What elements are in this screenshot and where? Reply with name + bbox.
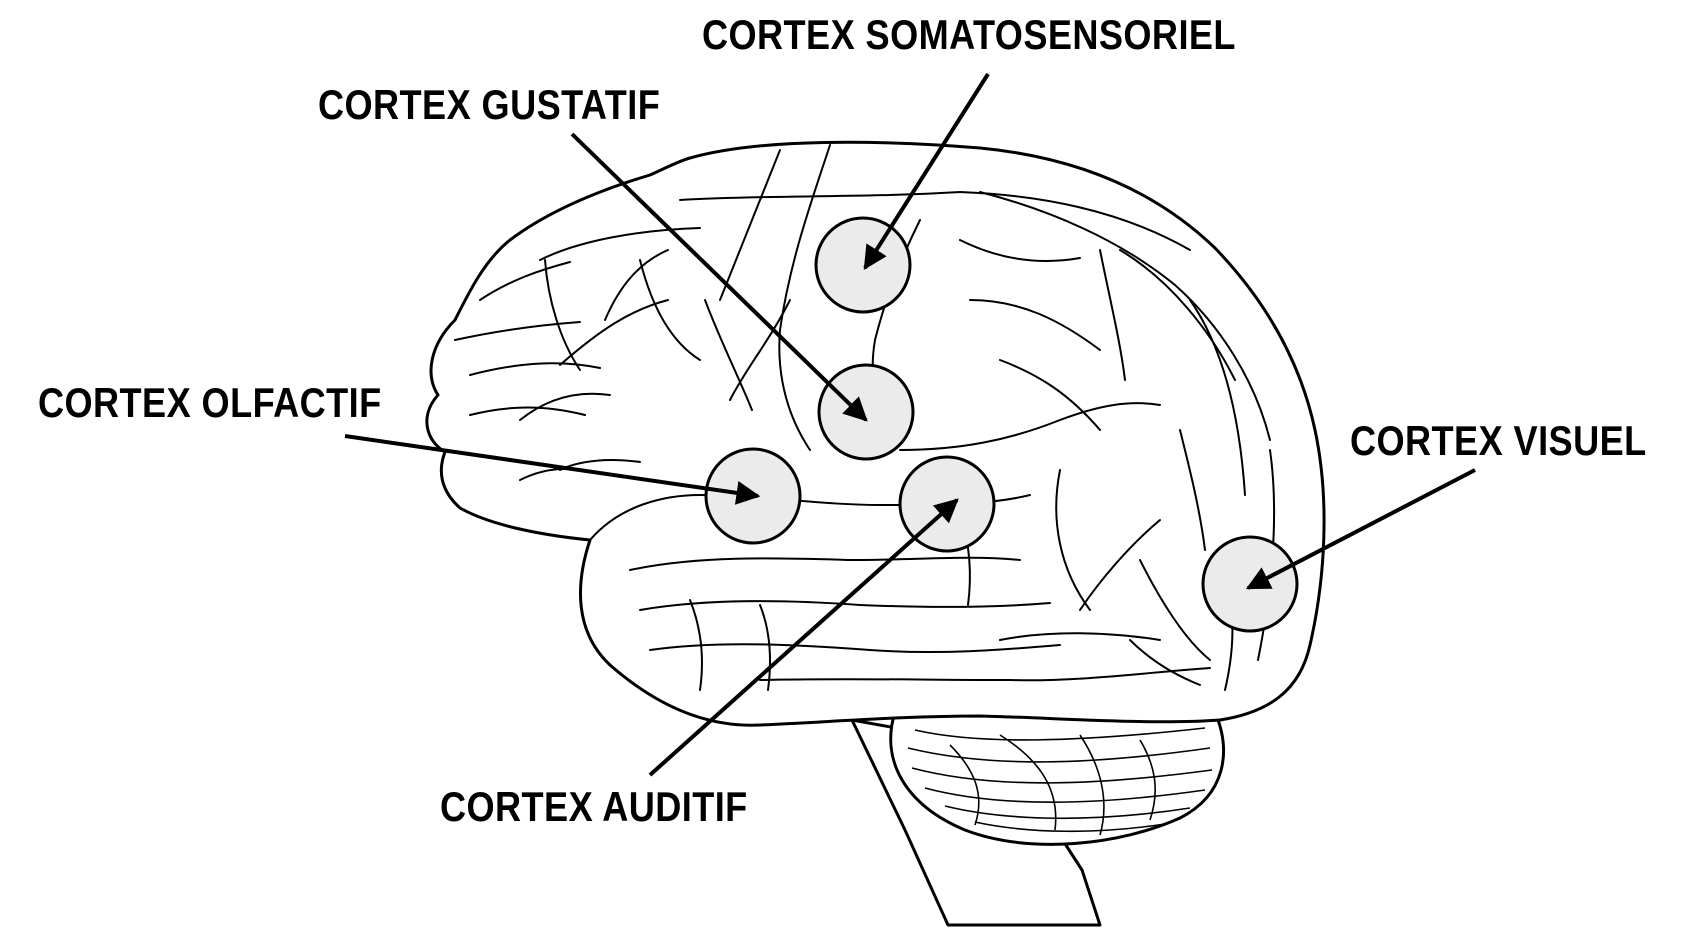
cerebellum [889,710,1225,846]
label-cortex-auditif: CORTEX AUDITIF [440,783,748,830]
arrow-olfactif [344,434,761,505]
label-cortex-visuel: CORTEX VISUEL [1350,417,1647,464]
label-cortex-gustatif: CORTEX GUSTATIF [318,81,661,128]
arrow-gustatif [570,132,868,422]
arrow-visuel [1245,468,1476,590]
region-circle-gustatif [817,363,915,461]
arrow-somatosensoriel [863,72,990,271]
region-circle-somatosensoriel [814,216,912,314]
label-cortex-olfactif: CORTEX OLFACTIF [38,379,382,426]
arrow-auditif [648,498,959,777]
label-cortex-somatosensoriel: CORTEX SOMATOSENSORIEL [702,11,1236,58]
region-circle-visuel [1201,535,1299,633]
